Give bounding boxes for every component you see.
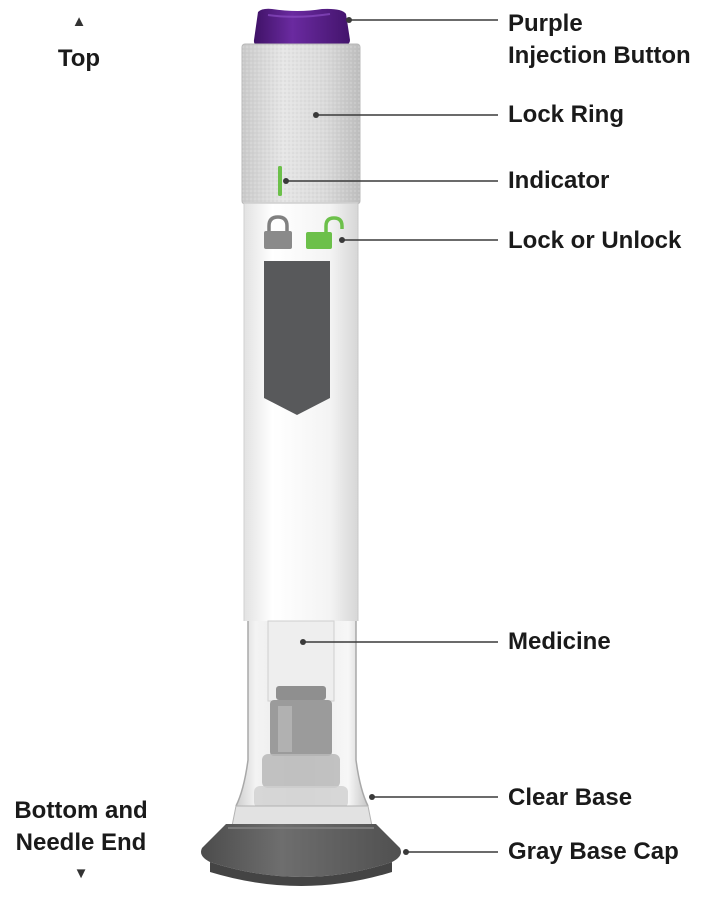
up-arrow-icon: ▲ <box>71 13 87 30</box>
gray-base-cap-label: Gray Base Cap <box>508 838 679 865</box>
padlock-locked-icon <box>264 215 292 249</box>
medicine-label: Medicine <box>508 628 611 655</box>
bottom-label-line2: Needle End <box>15 829 147 856</box>
top-label: Top <box>57 45 101 72</box>
callout-leaders <box>283 17 498 855</box>
lock-ring-label: Lock Ring <box>508 101 625 128</box>
down-arrow-window-icon <box>264 261 330 415</box>
bottom-label-line1: Bottom and <box>14 797 148 824</box>
clear-base-label: Clear Base <box>508 784 633 811</box>
purple-button-label-line1: Purple <box>508 10 583 37</box>
clear-base <box>231 620 373 827</box>
indicator-mark <box>278 166 282 196</box>
gray-base-cap <box>201 824 401 886</box>
lock-ring <box>241 43 361 205</box>
indicator-label: Indicator <box>508 167 610 194</box>
padlock-unlocked-icon <box>306 216 344 249</box>
purple-button-label-line2: Injection Button <box>508 42 691 69</box>
purple-injection-button <box>253 8 350 47</box>
lock-unlock-label: Lock or Unlock <box>508 227 682 254</box>
down-arrow-icon: ▼ <box>73 865 89 882</box>
